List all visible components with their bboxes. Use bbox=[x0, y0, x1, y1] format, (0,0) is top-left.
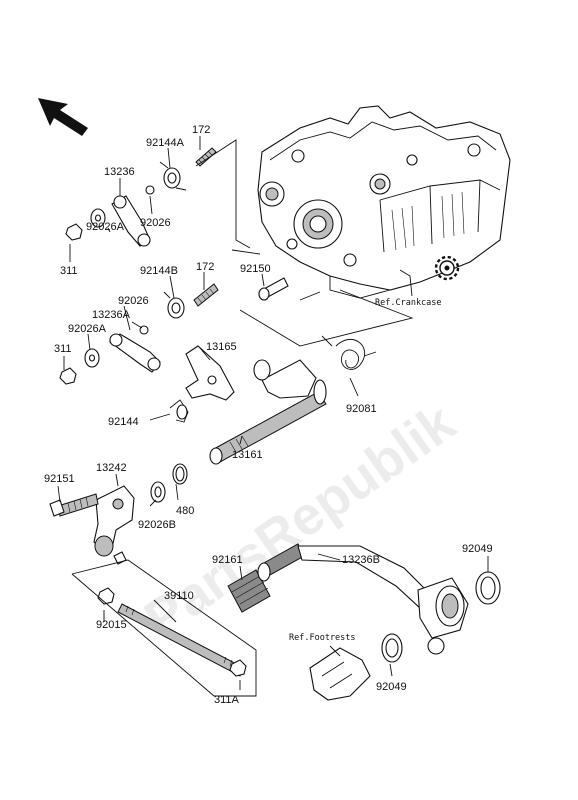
washer-92026-top bbox=[145, 185, 155, 195]
label-172: 172 bbox=[192, 124, 210, 136]
footrest-bracket bbox=[309, 647, 371, 701]
bolt-92151 bbox=[49, 493, 99, 517]
ref-crankcase: Ref.Crankcase bbox=[375, 298, 442, 308]
lever-13242 bbox=[93, 485, 135, 565]
label-480: 480 bbox=[176, 505, 194, 517]
spring-92144a bbox=[159, 161, 187, 191]
ref-footrests: Ref.Footrests bbox=[289, 633, 356, 643]
label-13165: 13165 bbox=[206, 341, 237, 353]
label-13236b: 13236B bbox=[342, 554, 380, 566]
shaft-13161 bbox=[209, 359, 327, 465]
label-13236: 13236 bbox=[104, 166, 135, 178]
bolt-92150 bbox=[258, 277, 289, 301]
label-92026: 92026 bbox=[118, 295, 149, 307]
label-92144: 92144 bbox=[108, 416, 139, 428]
leader-lines bbox=[57, 136, 489, 697]
label-92026: 92026 bbox=[140, 217, 171, 229]
label-92026a: 92026A bbox=[68, 323, 107, 335]
label-92015: 92015 bbox=[96, 619, 127, 631]
label-311: 311 bbox=[54, 343, 72, 355]
nut-311-mid bbox=[59, 367, 77, 385]
label-13242: 13242 bbox=[96, 462, 127, 474]
nut-311-top bbox=[65, 223, 83, 241]
label-92144a: 92144A bbox=[146, 137, 185, 149]
pedal-rubber-92161 bbox=[227, 569, 271, 613]
label-92151: 92151 bbox=[44, 473, 75, 485]
tie-rod-39110 bbox=[117, 603, 245, 677]
gear-icon bbox=[434, 255, 460, 281]
spring-92144 bbox=[169, 399, 189, 423]
front-arrow-icon bbox=[38, 98, 88, 136]
label-92161: 92161 bbox=[212, 554, 243, 566]
spring-92144b bbox=[163, 291, 185, 319]
label-311a: 311A bbox=[214, 694, 240, 706]
crankcase bbox=[257, 105, 511, 299]
label-13236a: 13236A bbox=[92, 309, 131, 321]
pin-172-top bbox=[195, 147, 217, 167]
label-172: 172 bbox=[196, 261, 214, 273]
label-13161: 13161 bbox=[232, 449, 263, 461]
label-92049: 92049 bbox=[376, 681, 407, 693]
spring-92081 bbox=[321, 335, 377, 370]
label-39110: 39110 bbox=[164, 590, 194, 602]
plate-13165 bbox=[185, 345, 235, 401]
arm-13236a bbox=[109, 333, 161, 373]
nut-92015 bbox=[97, 587, 115, 605]
label-92081: 92081 bbox=[346, 403, 377, 415]
label-92026b: 92026B bbox=[138, 519, 176, 531]
watermark: PartsRepublik bbox=[134, 392, 467, 650]
pin-172-mid bbox=[193, 283, 219, 307]
label-92026a: 92026A bbox=[86, 221, 125, 233]
pedal-13236b bbox=[257, 543, 469, 655]
nut-311a bbox=[229, 659, 247, 677]
label-92049: 92049 bbox=[462, 543, 493, 555]
label-311: 311 bbox=[60, 265, 78, 277]
label-92150: 92150 bbox=[240, 263, 271, 275]
label-92144b: 92144B bbox=[140, 265, 178, 277]
